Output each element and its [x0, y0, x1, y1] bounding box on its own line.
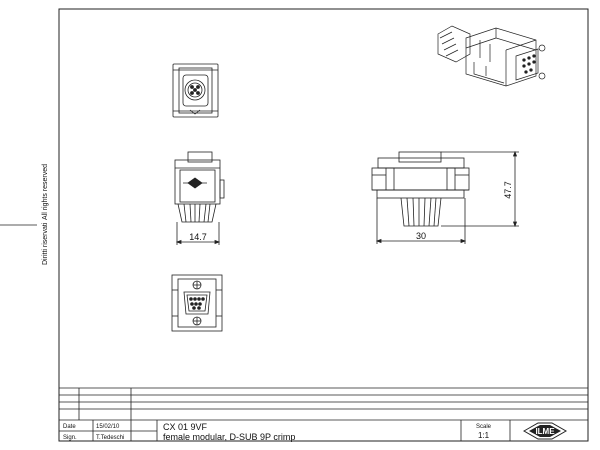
- bottom-view: [171, 274, 223, 332]
- side-text-left: Diritti riservati: [42, 222, 49, 265]
- date-value: 15/02/10: [96, 424, 120, 430]
- title-block: [59, 387, 588, 441]
- date-label: Date: [63, 424, 76, 430]
- dimension-width-front: 14.7: [189, 232, 207, 242]
- dimension-width-side: 30: [416, 231, 426, 241]
- part-description: female modular, D-SUB 9P crimp: [163, 432, 295, 442]
- drawing-frame: [58, 8, 589, 442]
- ilme-logo: ILME: [522, 422, 568, 440]
- top-view: [172, 63, 219, 118]
- scale-label: Scale: [476, 424, 492, 430]
- side-view: [371, 150, 519, 244]
- dimension-height-side: 47.7: [503, 181, 513, 199]
- logo-text: ILME: [535, 427, 555, 436]
- front-view: [174, 151, 225, 245]
- part-code: CX 01 9VF: [163, 422, 208, 432]
- side-text-right: All rights reserved: [42, 164, 49, 220]
- isometric-view: [437, 25, 546, 87]
- sign-value: T.Tedeschi: [96, 435, 124, 441]
- scale-value: 1:1: [478, 431, 490, 440]
- sign-label: Sign.: [63, 435, 77, 441]
